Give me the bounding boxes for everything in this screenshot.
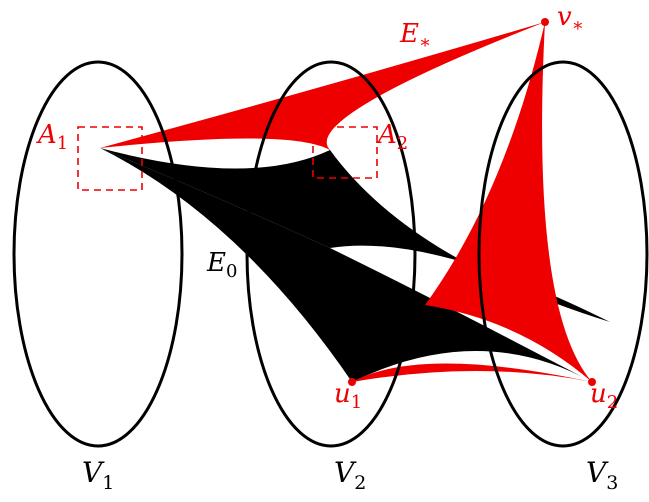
hyperedge-band-upper: [100, 148, 610, 322]
dashed-box-a2: [312, 126, 378, 179]
label-u2: u2: [590, 379, 618, 413]
label-e0: E0: [206, 248, 237, 282]
vertex-v-star: [541, 18, 549, 26]
label-v2: V2: [334, 456, 366, 494]
label-a2: A2: [376, 120, 408, 154]
label-v-star: v∗: [557, 2, 584, 36]
vertex-u1: [348, 378, 356, 386]
dashed-box-a1: [77, 126, 143, 191]
hyperedge-bottom-curve: [352, 363, 592, 382]
label-v3: V3: [586, 456, 618, 494]
hyperedge-e-star-top: [100, 22, 545, 150]
label-u1: u1: [334, 379, 362, 413]
hyperedge-e-star-right: [425, 22, 592, 382]
vertex-u2: [588, 378, 596, 386]
ellipse-v3: [477, 60, 649, 448]
hyperedge-band-lower: [100, 148, 592, 382]
label-a1: A1: [36, 120, 68, 154]
label-v1: V1: [82, 456, 114, 494]
label-e-star: E∗: [399, 19, 431, 53]
ellipse-v1: [12, 60, 184, 448]
ellipse-v2: [245, 60, 417, 448]
